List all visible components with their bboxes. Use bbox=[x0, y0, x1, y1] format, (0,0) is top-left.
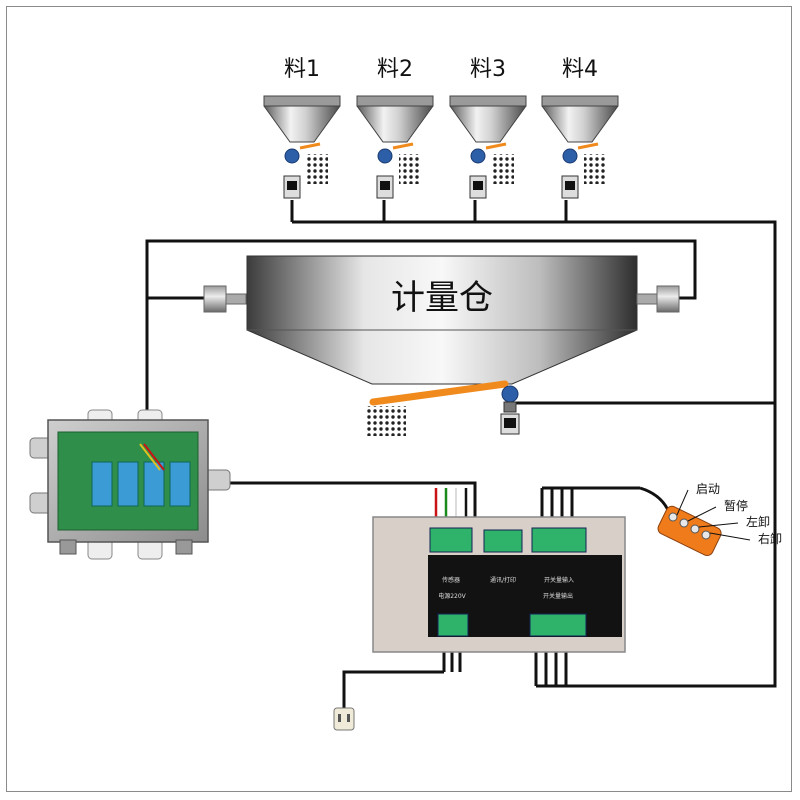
weigh-bin-label: 计量仓 bbox=[391, 278, 493, 318]
comm-label: 通讯/打印 bbox=[490, 576, 516, 584]
switch-input-connector bbox=[531, 527, 587, 553]
junction-box bbox=[29, 409, 231, 560]
switch-out-label: 开关量输出 bbox=[543, 592, 573, 600]
vibration-screen bbox=[492, 154, 514, 184]
comm-connector bbox=[483, 529, 523, 553]
hopper-3: 料3 bbox=[449, 57, 527, 199]
load-cell-right bbox=[636, 285, 680, 313]
power-label: 电源220V bbox=[438, 592, 466, 600]
hopper-row: 料1 料2 料3 料4 bbox=[263, 57, 619, 199]
hopper-1: 料1 bbox=[263, 57, 341, 199]
hopper-label: 料3 bbox=[470, 57, 506, 82]
hopper-2: 料2 bbox=[356, 57, 434, 199]
switch-in-label: 开关量输入 bbox=[544, 576, 574, 584]
power-plug bbox=[333, 707, 355, 731]
sensor-connector bbox=[429, 527, 473, 553]
sensor-label: 传感器 bbox=[442, 576, 460, 584]
switch-output-connector bbox=[529, 613, 587, 637]
hopper-4: 料4 bbox=[541, 57, 619, 199]
load-cell-left bbox=[203, 285, 247, 313]
pendant-button-label: 右卸 bbox=[758, 531, 782, 546]
vibration-screen bbox=[584, 154, 606, 184]
discharge-motor bbox=[500, 385, 520, 435]
pendant-button-label: 左卸 bbox=[746, 514, 770, 529]
hopper-label: 料2 bbox=[377, 57, 413, 82]
vibration-screen bbox=[306, 154, 328, 184]
power-connector bbox=[437, 613, 469, 637]
pendant-button-2 bbox=[679, 518, 689, 528]
load-cell-left-wire bbox=[145, 239, 697, 300]
feeder-motor bbox=[470, 148, 486, 164]
discharge-gate bbox=[366, 380, 509, 436]
switch-input-bundle bbox=[540, 486, 640, 530]
weigh-bin: 计量仓 bbox=[246, 255, 638, 385]
pendant-button-label: 暂停 bbox=[724, 498, 748, 513]
feeder-motor bbox=[562, 148, 578, 164]
feeder-motor bbox=[377, 148, 393, 164]
feeder-motor bbox=[284, 148, 300, 164]
pendant-button-3 bbox=[690, 524, 700, 534]
hopper-label: 料1 bbox=[284, 57, 320, 82]
hopper-label: 料4 bbox=[562, 57, 598, 82]
controller: 传感器 通讯/打印 开关量输入 电源220V 开关量输出 bbox=[372, 516, 626, 653]
pendant-button-1 bbox=[668, 512, 678, 522]
junction-to-controller-wire bbox=[222, 481, 477, 520]
vibration-screen bbox=[399, 154, 421, 184]
diagram-border bbox=[6, 6, 792, 792]
pendant-button-4 bbox=[701, 530, 711, 540]
pendant-button-label: 启动 bbox=[696, 482, 720, 496]
